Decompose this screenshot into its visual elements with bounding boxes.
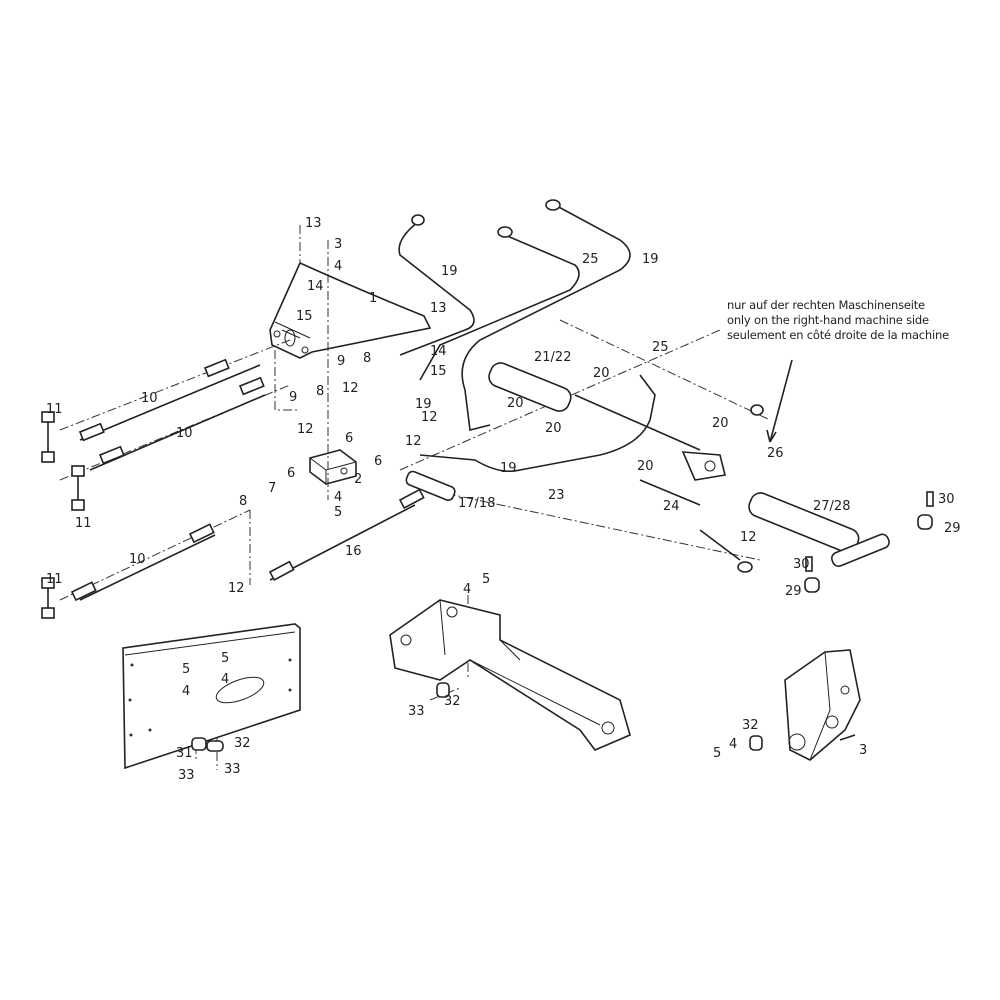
callout-part-29: 29 (785, 584, 802, 599)
callout-part-2: 2 (354, 472, 362, 487)
callout-part-10: 10 (176, 426, 193, 441)
callout-part-6: 6 (374, 454, 382, 469)
callout-part-7: 7 (268, 481, 276, 496)
callout-part-24: 24 (663, 499, 680, 514)
callout-part-19: 19 (642, 252, 659, 267)
callout-part-10: 10 (141, 391, 158, 406)
callout-part-20: 20 (545, 421, 562, 436)
rod-part-17-18 (405, 470, 456, 502)
callout-part-12: 12 (421, 410, 438, 425)
callout-part-32: 32 (234, 736, 251, 751)
callout-part-12: 12 (297, 422, 314, 437)
callout-part-1: 1 (369, 291, 377, 306)
callout-part-12: 12 (405, 434, 422, 449)
callout-part-12: 12 (342, 381, 359, 396)
callout-part-25: 25 (582, 252, 599, 267)
callout-part-25: 25 (652, 340, 669, 355)
note-english: only on the right-hand machine side (727, 313, 929, 327)
callout-part-4: 4 (334, 259, 342, 274)
callout-part-20: 20 (637, 459, 654, 474)
valve-block-part-2 (309, 449, 357, 485)
callout-part-9: 9 (337, 354, 345, 369)
callout-part-12: 12 (740, 530, 757, 545)
callout-part-20: 20 (593, 366, 610, 381)
callout-part-16: 16 (345, 544, 362, 559)
note-french: seulement en côté droite de la machine (727, 328, 949, 342)
callout-part-6: 6 (287, 466, 295, 481)
callout-part-8: 8 (239, 494, 247, 509)
callout-part-30: 30 (938, 492, 955, 507)
callout-part-5: 5 (221, 651, 229, 666)
tie-rods (70, 358, 425, 602)
hydraulic-cylinder-part-27-28 (748, 491, 934, 593)
note-german: nur auf der rechten Maschinenseite (727, 298, 925, 312)
callout-part-31: 31 (176, 746, 193, 761)
callout-part-32: 32 (742, 718, 759, 733)
callout-part-32: 32 (444, 694, 461, 709)
callout-part-30: 30 (793, 557, 810, 572)
ball-joint-links-part-11 (41, 411, 85, 619)
pivot-bracket-assembly (749, 649, 861, 761)
callout-part-11: 11 (75, 516, 92, 531)
callout-part-5: 5 (334, 505, 342, 520)
callout-part-29: 29 (944, 521, 961, 536)
callout-part-3: 3 (859, 743, 867, 758)
callout-part-13: 13 (305, 216, 322, 231)
callout-part-19: 19 (500, 461, 517, 476)
callout-part-20: 20 (507, 396, 524, 411)
callout-part-11: 11 (46, 402, 63, 417)
callout-part-11: 11 (46, 572, 63, 587)
callout-part-10: 10 (129, 552, 146, 567)
callout-part-23: 23 (548, 488, 565, 503)
callout-part-5: 5 (482, 572, 490, 587)
callout-part-5: 5 (713, 746, 721, 761)
callout-part-33: 33 (224, 762, 241, 777)
callout-part-15: 15 (430, 364, 447, 379)
callout-part-4: 4 (182, 684, 190, 699)
callout-part-15: 15 (296, 309, 313, 324)
callout-part-26: 26 (767, 446, 784, 461)
callout-part-19: 19 (415, 397, 432, 412)
note-leader-arrow (766, 359, 793, 443)
callout-part-14: 14 (307, 279, 324, 294)
callout-part-17-18: 17/18 (458, 496, 495, 511)
callout-part-8: 8 (363, 351, 371, 366)
callout-part-20: 20 (712, 416, 729, 431)
hydraulic-cylinder-part-21-22 (488, 362, 726, 481)
callout-part-3: 3 (334, 237, 342, 252)
side-plate-assembly (122, 623, 301, 770)
callout-part-4: 4 (334, 490, 342, 505)
callout-part-4: 4 (463, 582, 471, 597)
callout-part-12: 12 (228, 581, 245, 596)
callout-part-4: 4 (221, 672, 229, 687)
callout-part-19: 19 (441, 264, 458, 279)
main-frame-assembly (389, 599, 631, 751)
right-side-note: nur auf der rechten Maschinenseite only … (727, 298, 949, 343)
callout-part-13: 13 (430, 301, 447, 316)
callout-part-33: 33 (178, 768, 195, 783)
callout-part-6: 6 (345, 431, 353, 446)
callout-part-8: 8 (316, 384, 324, 399)
callout-part-14: 14 (430, 344, 447, 359)
callout-part-21-22: 21/22 (534, 350, 571, 365)
callout-part-4: 4 (729, 737, 737, 752)
callout-part-27-28: 27/28 (813, 499, 850, 514)
callout-part-5: 5 (182, 662, 190, 677)
callout-part-9: 9 (289, 390, 297, 405)
bracket-plate-part-1 (269, 261, 432, 359)
callout-part-33: 33 (408, 704, 425, 719)
